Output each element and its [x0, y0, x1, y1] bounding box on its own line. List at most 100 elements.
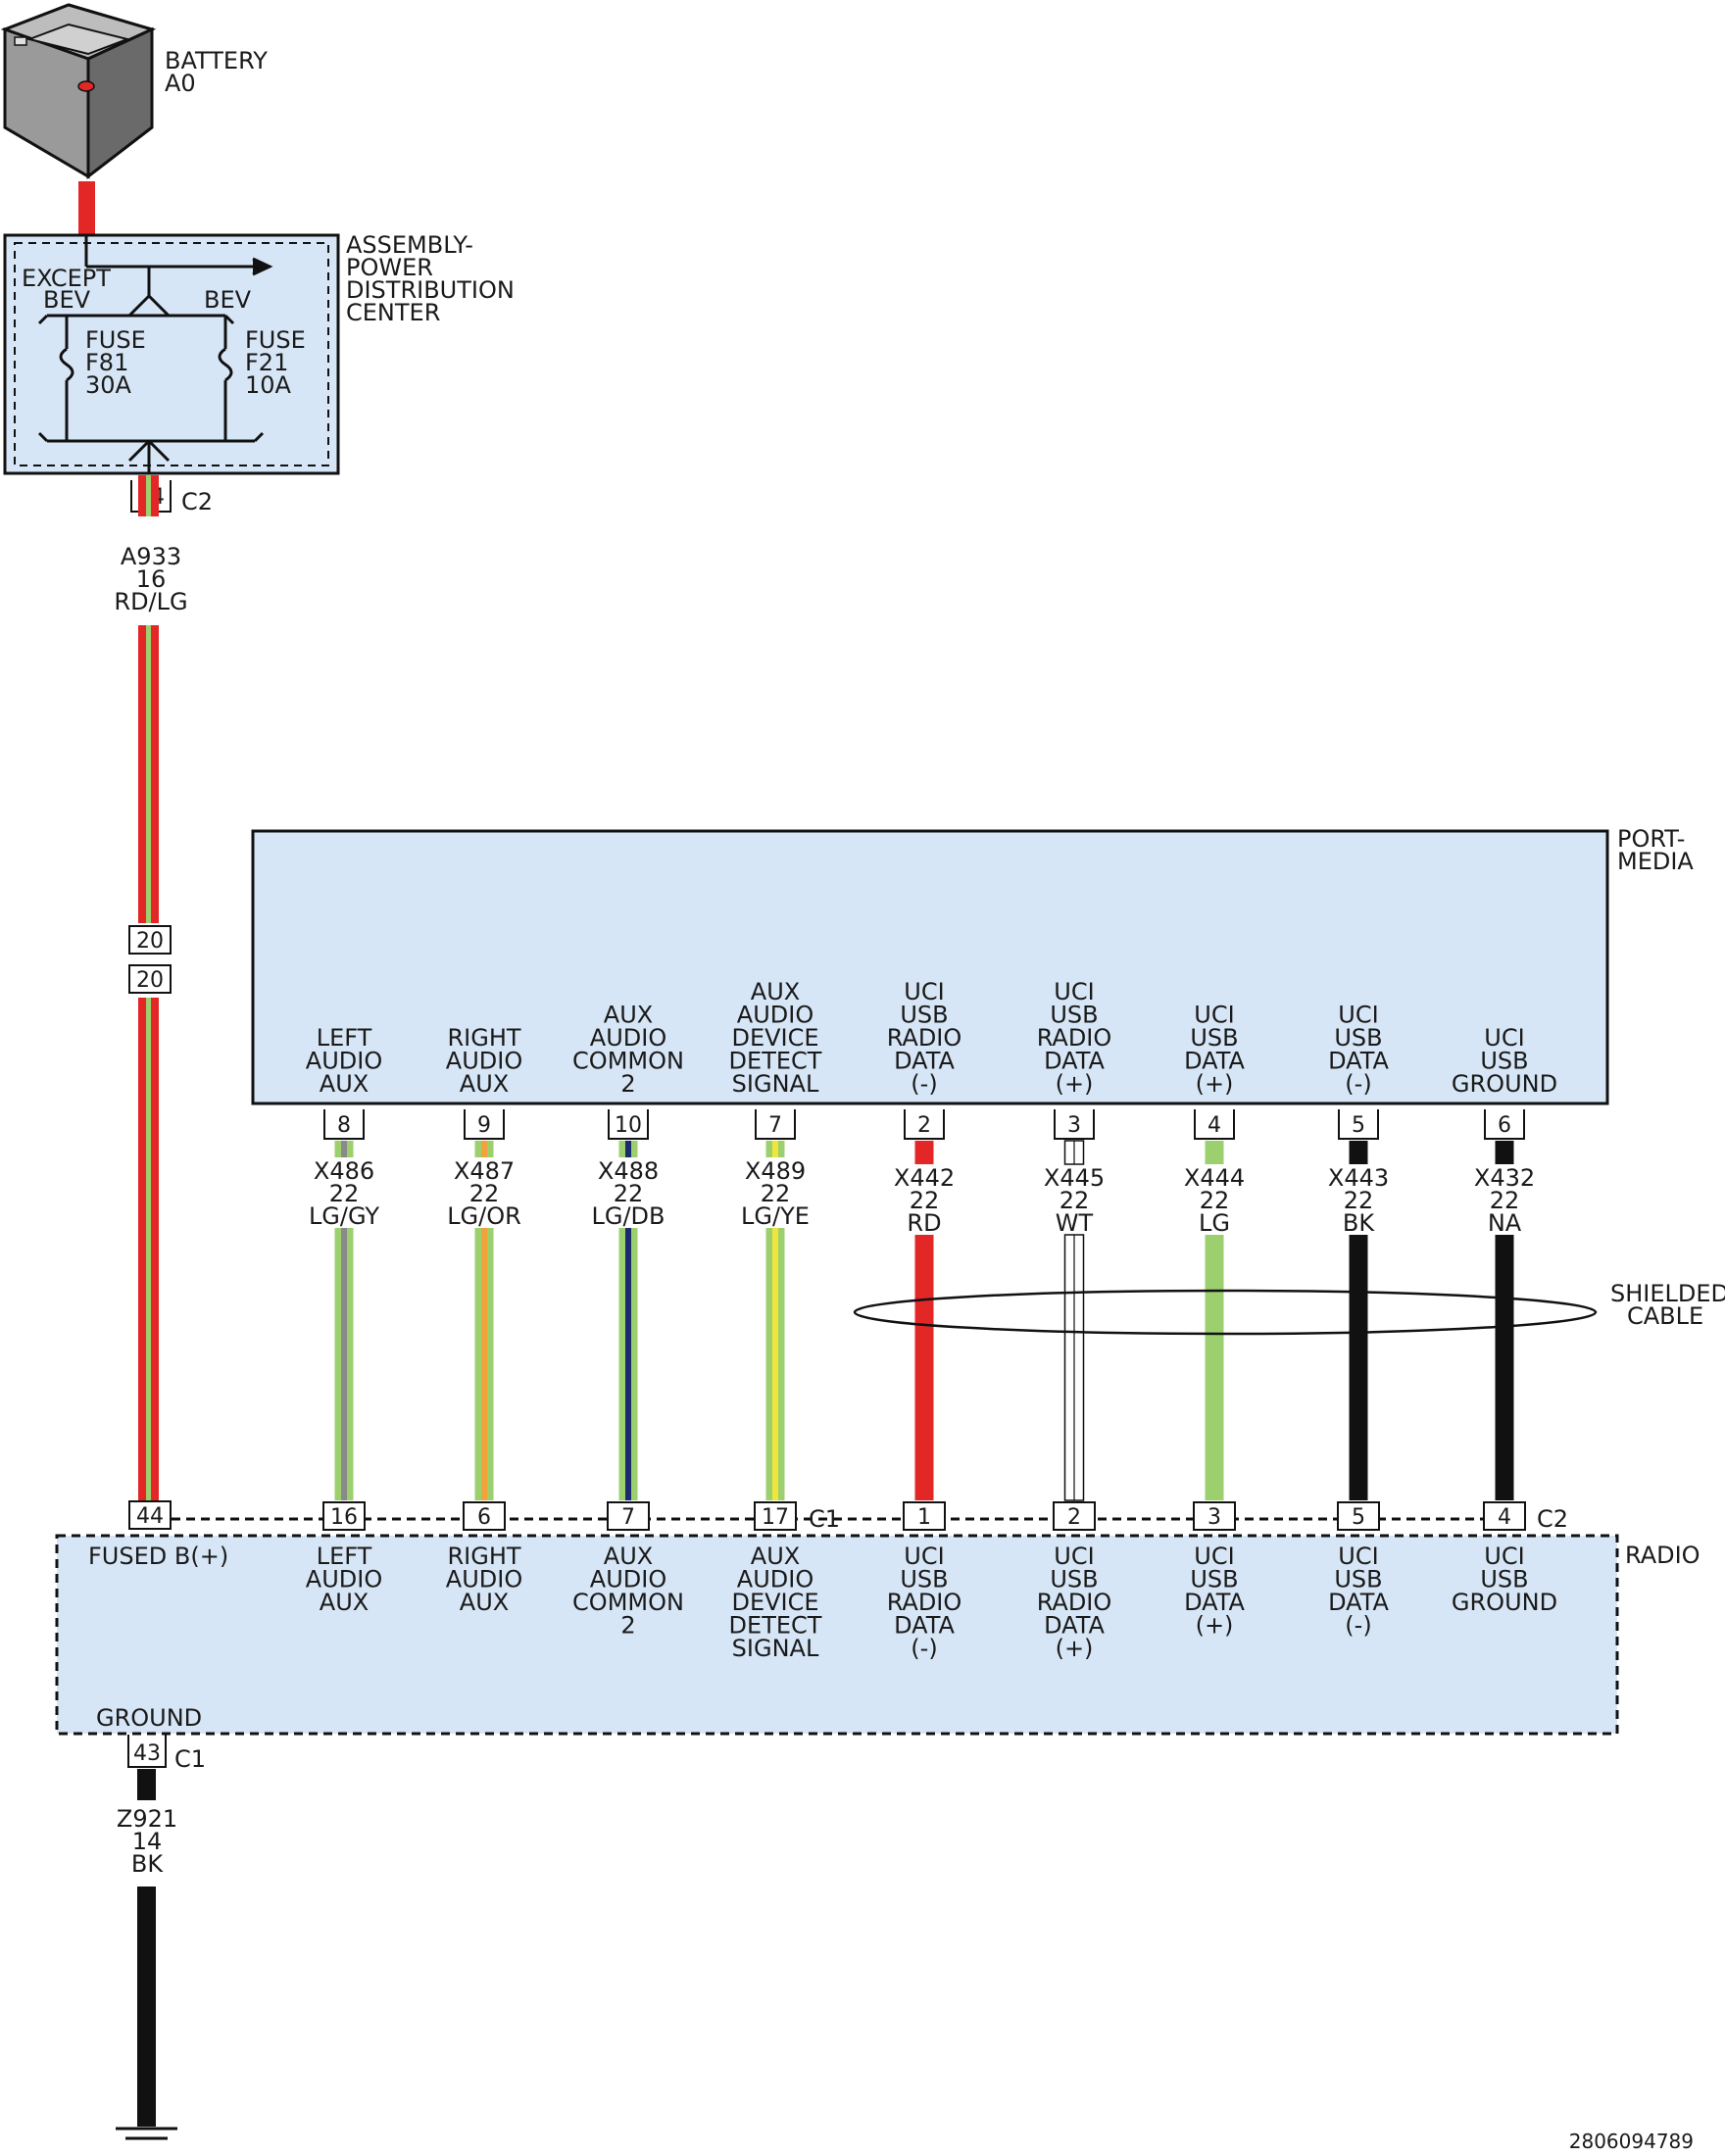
port-media-connector: [904, 1109, 945, 1140]
port-media-pin-label: UCI: [1054, 978, 1094, 1005]
port-media-pin-label: AUX: [320, 1070, 369, 1098]
radio-pin-label: AUX: [460, 1589, 509, 1616]
port-media-connector: [755, 1109, 796, 1140]
radio-connector: [903, 1501, 946, 1531]
radio-fused-pin: 44: [136, 1504, 164, 1529]
inline-pin-bottom: 20: [136, 968, 164, 993]
radio-pin-label: USB: [900, 1566, 948, 1593]
shielded-cable-loop: [853, 1289, 1598, 1336]
port-media-pin-label: (+): [1056, 1070, 1094, 1098]
fuse-f81-id: F81: [85, 349, 128, 376]
radio-pin-label: DETECT: [729, 1612, 822, 1640]
wire-color: LG/YE: [741, 1202, 810, 1230]
wire-segment: [1205, 1141, 1224, 1164]
port-media-pin-label: DATA: [894, 1048, 955, 1075]
fuse-f81-label: FUSE: [85, 326, 146, 354]
radio-pin-label: RADIO: [887, 1589, 962, 1616]
port-media-pin-labels: LEFTAUDIOAUXRIGHTAUDIOAUXAUXAUDIOCOMMON2…: [306, 978, 1557, 1098]
radio-pin-label: AUDIO: [446, 1566, 522, 1593]
feed-wire-circuit: A933: [121, 543, 181, 570]
port-media-pin-label: AUDIO: [446, 1048, 522, 1075]
wire-gauge: 22: [1490, 1187, 1520, 1214]
port-media-pin-label: DEVICE: [731, 1024, 818, 1052]
wire-segment: [1495, 1141, 1514, 1164]
radio-pin-label: AUDIO: [590, 1566, 666, 1593]
radio-connector-c2: C2: [1537, 1505, 1568, 1533]
port-media-pin-label: (-): [1345, 1070, 1371, 1098]
radio-pin-label: RADIO: [1037, 1589, 1112, 1616]
port-media-title-2: MEDIA: [1617, 848, 1694, 875]
wire-color: BK: [1343, 1209, 1375, 1237]
radio-ground-connector-label: C1: [174, 1745, 206, 1773]
radio-pin-labels: LEFTAUDIOAUXRIGHTAUDIOAUXAUXAUDIOCOMMON2…: [306, 1543, 1557, 1662]
wire-segment: [1495, 1235, 1514, 1500]
wire-circuit: X443: [1328, 1164, 1389, 1192]
wire-stripe: [772, 1141, 778, 1157]
port-media-pin-label: DATA: [1328, 1048, 1389, 1075]
port-media-pin-label: AUX: [604, 1002, 653, 1029]
radio-pin-label: (+): [1056, 1635, 1094, 1662]
wire-gauge: 22: [1344, 1187, 1374, 1214]
radio-pin-label: UCI: [1338, 1543, 1378, 1570]
feed-wire-stripe: [146, 625, 151, 923]
wire-segment: [914, 1141, 934, 1164]
wire-circuit: X444: [1184, 1164, 1245, 1192]
port-media-connector: [608, 1109, 649, 1140]
inline-pin-top: 20: [136, 929, 164, 954]
port-media-pin-label: UCI: [1194, 1002, 1234, 1029]
ground-wire-color: BK: [131, 1850, 164, 1878]
port-media-pin-number: 2: [917, 1113, 931, 1138]
radio-connector: [463, 1501, 506, 1531]
battery-icon: [0, 3, 157, 180]
radio-pin-label: AUX: [751, 1543, 800, 1570]
radio-pin-label: UCI: [1194, 1543, 1234, 1570]
radio-pin-label: USB: [1190, 1566, 1238, 1593]
radio-ground-connector: 43: [127, 1735, 167, 1768]
radio-connector-c1: C1: [809, 1505, 840, 1533]
radio-pin-label: AUDIO: [737, 1566, 813, 1593]
wire-gauge: 22: [614, 1180, 644, 1207]
radio-connector: [322, 1501, 366, 1531]
wire-circuit: X442: [894, 1164, 955, 1192]
ground-wire-upper: [137, 1769, 156, 1800]
radio-pin-label: DATA: [1184, 1589, 1245, 1616]
inline-connector: 20 20: [128, 925, 172, 994]
wire-circuit: X432: [1474, 1164, 1535, 1192]
radio-connector: [607, 1501, 650, 1531]
fuse-f81-rating: 30A: [85, 371, 132, 399]
pdc-title-3: DISTRIBUTION: [346, 276, 515, 304]
port-media-pin-label: USB: [1190, 1024, 1238, 1052]
wire-color: LG: [1199, 1209, 1230, 1237]
radio-connector: [1337, 1501, 1380, 1531]
wire-color: RD: [907, 1209, 941, 1237]
radio-ground-pin: 43: [133, 1741, 161, 1766]
radio-pin-number: 16: [330, 1505, 358, 1530]
radio-pin-label: UCI: [1484, 1543, 1524, 1570]
port-media-pin-number: 8: [337, 1113, 351, 1138]
radio-pin-label: USB: [1050, 1566, 1098, 1593]
port-media-pin-label: AUDIO: [306, 1048, 382, 1075]
pdc-connector-label: C2: [181, 488, 213, 515]
radio-ground-label: GROUND: [96, 1704, 202, 1732]
port-media-connector: [464, 1109, 505, 1140]
radio-pin-label: UCI: [1054, 1543, 1094, 1570]
pdc-inner-dashed: [14, 242, 329, 466]
wire-stripe: [772, 1228, 778, 1500]
wire-stripe: [341, 1141, 347, 1157]
radio-box: [55, 1534, 1619, 1736]
radio-pin-label: COMMON: [572, 1589, 684, 1616]
port-media-pin-label: COMMON: [572, 1048, 684, 1075]
wire-gauge: 22: [1200, 1187, 1230, 1214]
wire-gauge: 22: [329, 1180, 360, 1207]
battery-feed-wire: [78, 181, 95, 235]
wire-stripe: [341, 1228, 347, 1500]
module-wire-labels: X48622LG/GYX48722LG/ORX48822LG/DBX48922L…: [309, 1157, 1535, 1237]
battery-name: BATTERY: [165, 47, 268, 74]
port-media-pin-number: 7: [768, 1113, 782, 1138]
pdc-internal-wiring: [37, 235, 273, 473]
port-media-pin-label: RADIO: [887, 1024, 962, 1052]
radio-pin-number: 17: [762, 1505, 789, 1530]
radio-pin-label: AUX: [320, 1589, 369, 1616]
port-media-pin-label: GROUND: [1452, 1070, 1557, 1098]
